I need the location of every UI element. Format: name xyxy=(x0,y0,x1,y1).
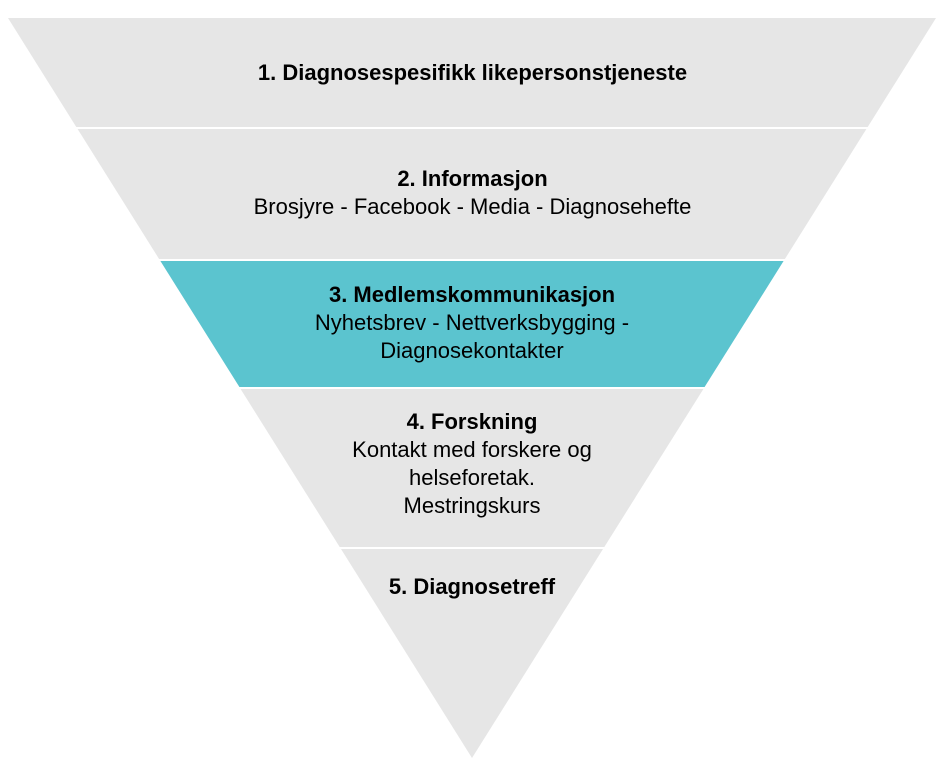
level-3-line-1: Nyhetsbrev - Nettverksbygging - xyxy=(314,310,630,335)
level-5-band xyxy=(341,549,603,758)
level-3-band xyxy=(160,261,784,387)
level-2-text: 2. Informasjon Brosjyre - Facebook - Med… xyxy=(170,165,775,221)
level-4-title: 4. Forskning xyxy=(406,409,538,434)
level-4-text: 4. Forskning Kontakt med forskere og hel… xyxy=(292,408,652,520)
level-4-line-3: Mestringskurs xyxy=(403,493,541,518)
level-3-line-2: Diagnosekontakter xyxy=(380,338,564,363)
level-5-title: 5. Diagnosetreff xyxy=(388,574,556,599)
level-2-line-1: Brosjyre - Facebook - Media - Diagnosehe… xyxy=(253,194,692,219)
level-4-band xyxy=(240,389,704,547)
level-1-band xyxy=(8,18,936,127)
level-3-text: 3. Medlemskommunikasjon Nyhetsbrev - Net… xyxy=(222,281,722,365)
level-5-text: 5. Diagnosetreff xyxy=(322,573,622,601)
level-3-title: 3. Medlemskommunikasjon xyxy=(328,282,616,307)
level-4-line-1: Kontakt med forskere og xyxy=(352,437,592,462)
level-1-title: 1. Diagnosespesifikk likepersonstjeneste xyxy=(257,60,688,85)
level-4-line-2: helseforetak. xyxy=(409,465,535,490)
level-2-band xyxy=(77,129,867,259)
level-1-text: 1. Diagnosespesifikk likepersonstjeneste xyxy=(160,59,785,87)
level-2-title: 2. Informasjon xyxy=(397,166,548,191)
